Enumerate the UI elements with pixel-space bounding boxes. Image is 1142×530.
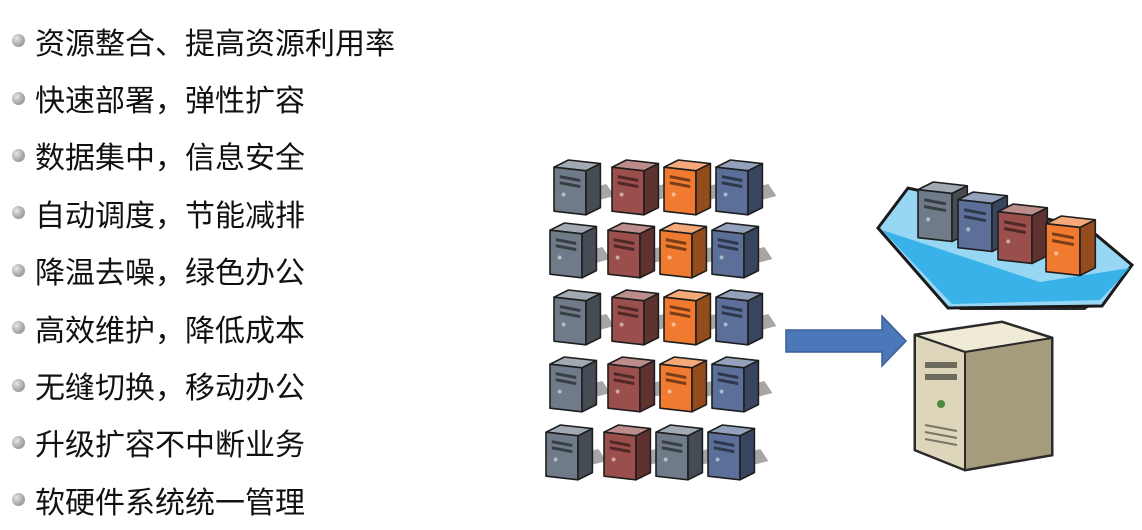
benefit-item: 资源整合、提高资源利用率 (12, 12, 492, 69)
virtual-server-icon (917, 181, 969, 243)
virtual-server-icon (1045, 215, 1097, 277)
server-tower-icon (913, 320, 1054, 472)
benefit-text: 高效维护，降低成本 (35, 313, 305, 349)
benefit-text: 升级扩容不中断业务 (35, 428, 305, 464)
physical-server-icon (707, 424, 769, 481)
benefit-item: 降温去噪，绿色办公 (12, 242, 492, 299)
bullet-dot-icon (12, 91, 25, 105)
physical-server-icon (655, 424, 717, 481)
physical-server-icon (663, 159, 725, 216)
physical-server-icon (715, 289, 777, 346)
physical-server-icon (711, 222, 773, 279)
physical-server-icon (711, 356, 773, 413)
virtual-server-icon (957, 191, 1009, 253)
bullet-dot-icon (12, 263, 25, 277)
benefit-text: 降温去噪，绿色办公 (35, 256, 305, 292)
physical-server-icon (607, 356, 669, 413)
benefit-item: 升级扩容不中断业务 (12, 414, 492, 471)
physical-server-icon (663, 289, 725, 346)
physical-server-icon (715, 159, 777, 216)
virtualization-platform (876, 186, 1135, 310)
benefit-text: 资源整合、提高资源利用率 (35, 26, 395, 62)
physical-server-icon (659, 356, 721, 413)
benefit-item: 自动调度，节能减排 (12, 184, 492, 241)
bullet-dot-icon (12, 206, 25, 220)
benefit-item: 快速部署，弹性扩容 (12, 69, 492, 126)
physical-server-icon (607, 222, 669, 279)
physical-server-icon (545, 424, 607, 481)
benefit-item: 数据集中，信息安全 (12, 127, 492, 184)
benefit-text: 软硬件系统统一管理 (35, 485, 305, 521)
arrow-right-icon (785, 314, 908, 368)
physical-server-icon (553, 289, 615, 346)
benefit-list: 资源整合、提高资源利用率 快速部署，弹性扩容 数据集中，信息安全 自动调度，节能… (12, 12, 492, 529)
benefit-text: 数据集中，信息安全 (35, 141, 305, 177)
benefit-text: 快速部署，弹性扩容 (35, 84, 305, 120)
bullet-dot-icon (12, 493, 25, 507)
virtual-server-icon (997, 203, 1049, 265)
physical-server-grid (545, 159, 777, 481)
physical-server-icon (611, 289, 673, 346)
bullet-dot-icon (12, 378, 25, 392)
benefit-text: 自动调度，节能减排 (35, 198, 305, 234)
benefit-item: 高效维护，降低成本 (12, 299, 492, 356)
physical-server-icon (549, 222, 611, 279)
physical-server-icon (603, 424, 665, 481)
physical-server-icon (611, 159, 673, 216)
bullet-dot-icon (12, 148, 25, 162)
physical-server-icon (553, 159, 615, 216)
bullet-dot-icon (12, 321, 25, 335)
benefit-text: 无缝切换，移动办公 (35, 371, 305, 407)
bullet-dot-icon (12, 34, 25, 48)
bullet-dot-icon (12, 435, 25, 449)
physical-server-icon (549, 356, 611, 413)
physical-server-icon (659, 222, 721, 279)
benefit-item: 软硬件系统统一管理 (12, 471, 492, 528)
benefit-item: 无缝切换，移动办公 (12, 356, 492, 413)
virtual-server-row (917, 181, 1097, 277)
